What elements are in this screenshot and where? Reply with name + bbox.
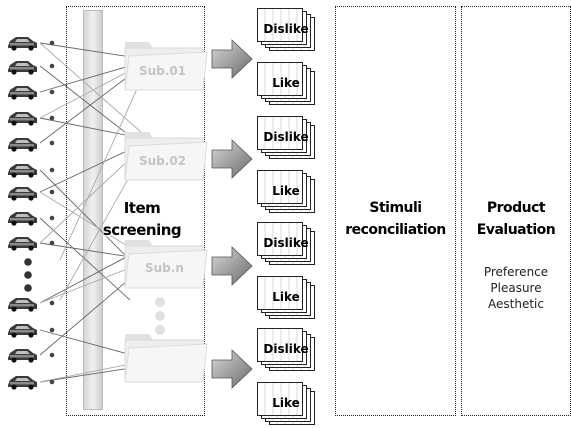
car-icon xyxy=(8,237,37,251)
metric-pleasure: Pleasure xyxy=(490,281,542,295)
car-icon xyxy=(8,298,37,312)
page-card xyxy=(257,8,303,42)
like-stack: Like xyxy=(257,382,325,428)
ellipsis-dot xyxy=(155,311,165,321)
arrow-icon xyxy=(211,349,253,389)
car-icon xyxy=(8,61,37,75)
car-icon xyxy=(8,37,37,51)
page-card xyxy=(257,222,303,256)
car-icon xyxy=(8,212,37,226)
like-label: Like xyxy=(272,396,300,410)
car-icon xyxy=(8,187,37,201)
dislike-stack: Dislike xyxy=(257,328,325,374)
dislike-label: Dislike xyxy=(263,130,309,144)
like-stack: Like xyxy=(257,62,325,108)
ellipsis-dot xyxy=(155,325,165,335)
car-icon xyxy=(8,324,37,338)
like-label: Like xyxy=(272,76,300,90)
arrow-icon xyxy=(211,139,253,179)
page-card xyxy=(257,382,303,416)
page-card xyxy=(257,328,303,362)
like-stack: Like xyxy=(257,276,325,322)
like-label: Like xyxy=(272,184,300,198)
subject-label: Sub.n xyxy=(145,261,184,275)
dislike-label: Dislike xyxy=(263,236,309,250)
folder-icon xyxy=(124,333,208,383)
dislike-stack: Dislike xyxy=(257,222,325,268)
reconciliation-title: Stimuli reconciliation xyxy=(345,200,446,238)
like-label: Like xyxy=(272,290,300,304)
car-icon xyxy=(8,112,37,126)
ellipsis-dot xyxy=(24,271,32,279)
page-card xyxy=(257,276,303,310)
ellipsis-dot xyxy=(24,284,32,292)
car-icon xyxy=(8,138,37,152)
car-icons xyxy=(8,37,37,390)
page-card xyxy=(257,62,303,96)
screening-panel xyxy=(66,6,205,416)
car-icon xyxy=(8,349,37,363)
arrow-icon xyxy=(211,246,253,286)
like-stack: Like xyxy=(257,170,325,216)
subject-label: Sub.01 xyxy=(139,64,187,78)
ellipsis-dot xyxy=(155,297,165,307)
reconciliation-panel xyxy=(335,6,456,416)
car-icon xyxy=(8,86,37,100)
car-icon xyxy=(8,376,37,390)
arrow-icon xyxy=(211,39,253,79)
dislike-stack: Dislike xyxy=(257,8,325,54)
metric-preference: Preference xyxy=(483,265,549,279)
dislike-stack: Dislike xyxy=(257,116,325,162)
dislike-label: Dislike xyxy=(263,342,309,356)
ellipsis-dot xyxy=(24,258,32,266)
dislike-label: Dislike xyxy=(263,22,309,36)
car-icon xyxy=(8,164,37,178)
metric-aesthetic: Aesthetic xyxy=(488,297,544,311)
screening-bar xyxy=(83,10,103,410)
evaluation-metrics: Preference Pleasure Aesthetic xyxy=(461,264,571,312)
page-card xyxy=(257,116,303,150)
page-card xyxy=(257,170,303,204)
subject-label: Sub.02 xyxy=(139,154,187,168)
evaluation-title: Product Evaluation xyxy=(476,200,556,238)
screening-title: Item screening xyxy=(102,199,182,239)
folder-icons xyxy=(124,41,208,383)
